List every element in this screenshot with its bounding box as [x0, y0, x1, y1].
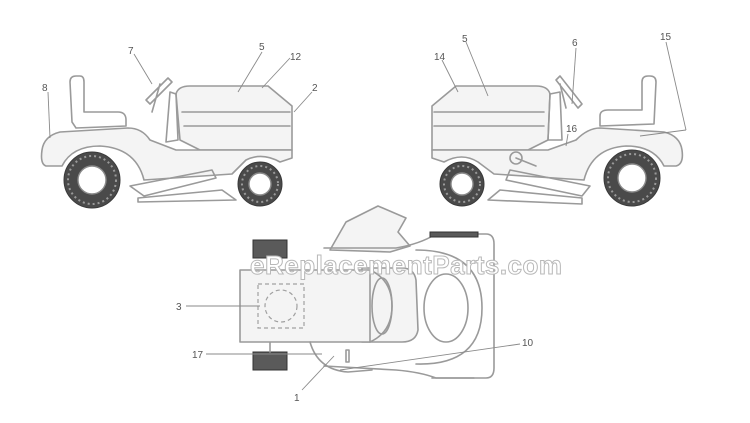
body-left: [40, 127, 293, 181]
callout-numbers: 7 5 12 2 8 14 5 6 15 16 3 17 1 10: [42, 32, 672, 404]
mower-deck-top: [323, 233, 495, 379]
callout-12: 12: [290, 52, 302, 63]
left-side-tractor: [40, 75, 293, 209]
right-side-tractor: [431, 75, 684, 207]
callout-17: 17: [192, 350, 204, 361]
hood-right: [431, 85, 551, 151]
callout-15: 15: [660, 32, 672, 43]
callout-2: 2: [312, 83, 318, 94]
hood-left: [175, 85, 293, 151]
lever-right: [509, 151, 537, 167]
steering-top: [423, 273, 469, 343]
steering-right: [555, 75, 583, 109]
callout-5-right: 5: [462, 34, 468, 45]
leader-lines: [47, 41, 687, 391]
seat-right: [599, 75, 657, 127]
deck-left: [129, 169, 237, 203]
steering-left: [145, 77, 173, 113]
callout-7: 7: [128, 46, 134, 57]
rear-body-top: [239, 269, 371, 343]
callout-10: 10: [522, 338, 534, 349]
body-right: [431, 127, 684, 181]
rear-tire-bottom: [252, 351, 288, 371]
watermark-text: eReplacementParts.com: [250, 250, 563, 280]
callout-1: 1: [294, 393, 300, 404]
callout-14: 14: [434, 52, 446, 63]
deck-right: [487, 169, 591, 205]
seat-left: [69, 75, 127, 129]
callout-5-left: 5: [259, 42, 265, 53]
callout-6: 6: [572, 38, 578, 49]
hood-top: [361, 267, 419, 343]
top-view-tractor: [239, 205, 495, 379]
callout-8: 8: [42, 83, 48, 94]
callout-16: 16: [566, 124, 578, 135]
discharge-chute: [329, 205, 411, 253]
callout-3: 3: [176, 302, 182, 313]
